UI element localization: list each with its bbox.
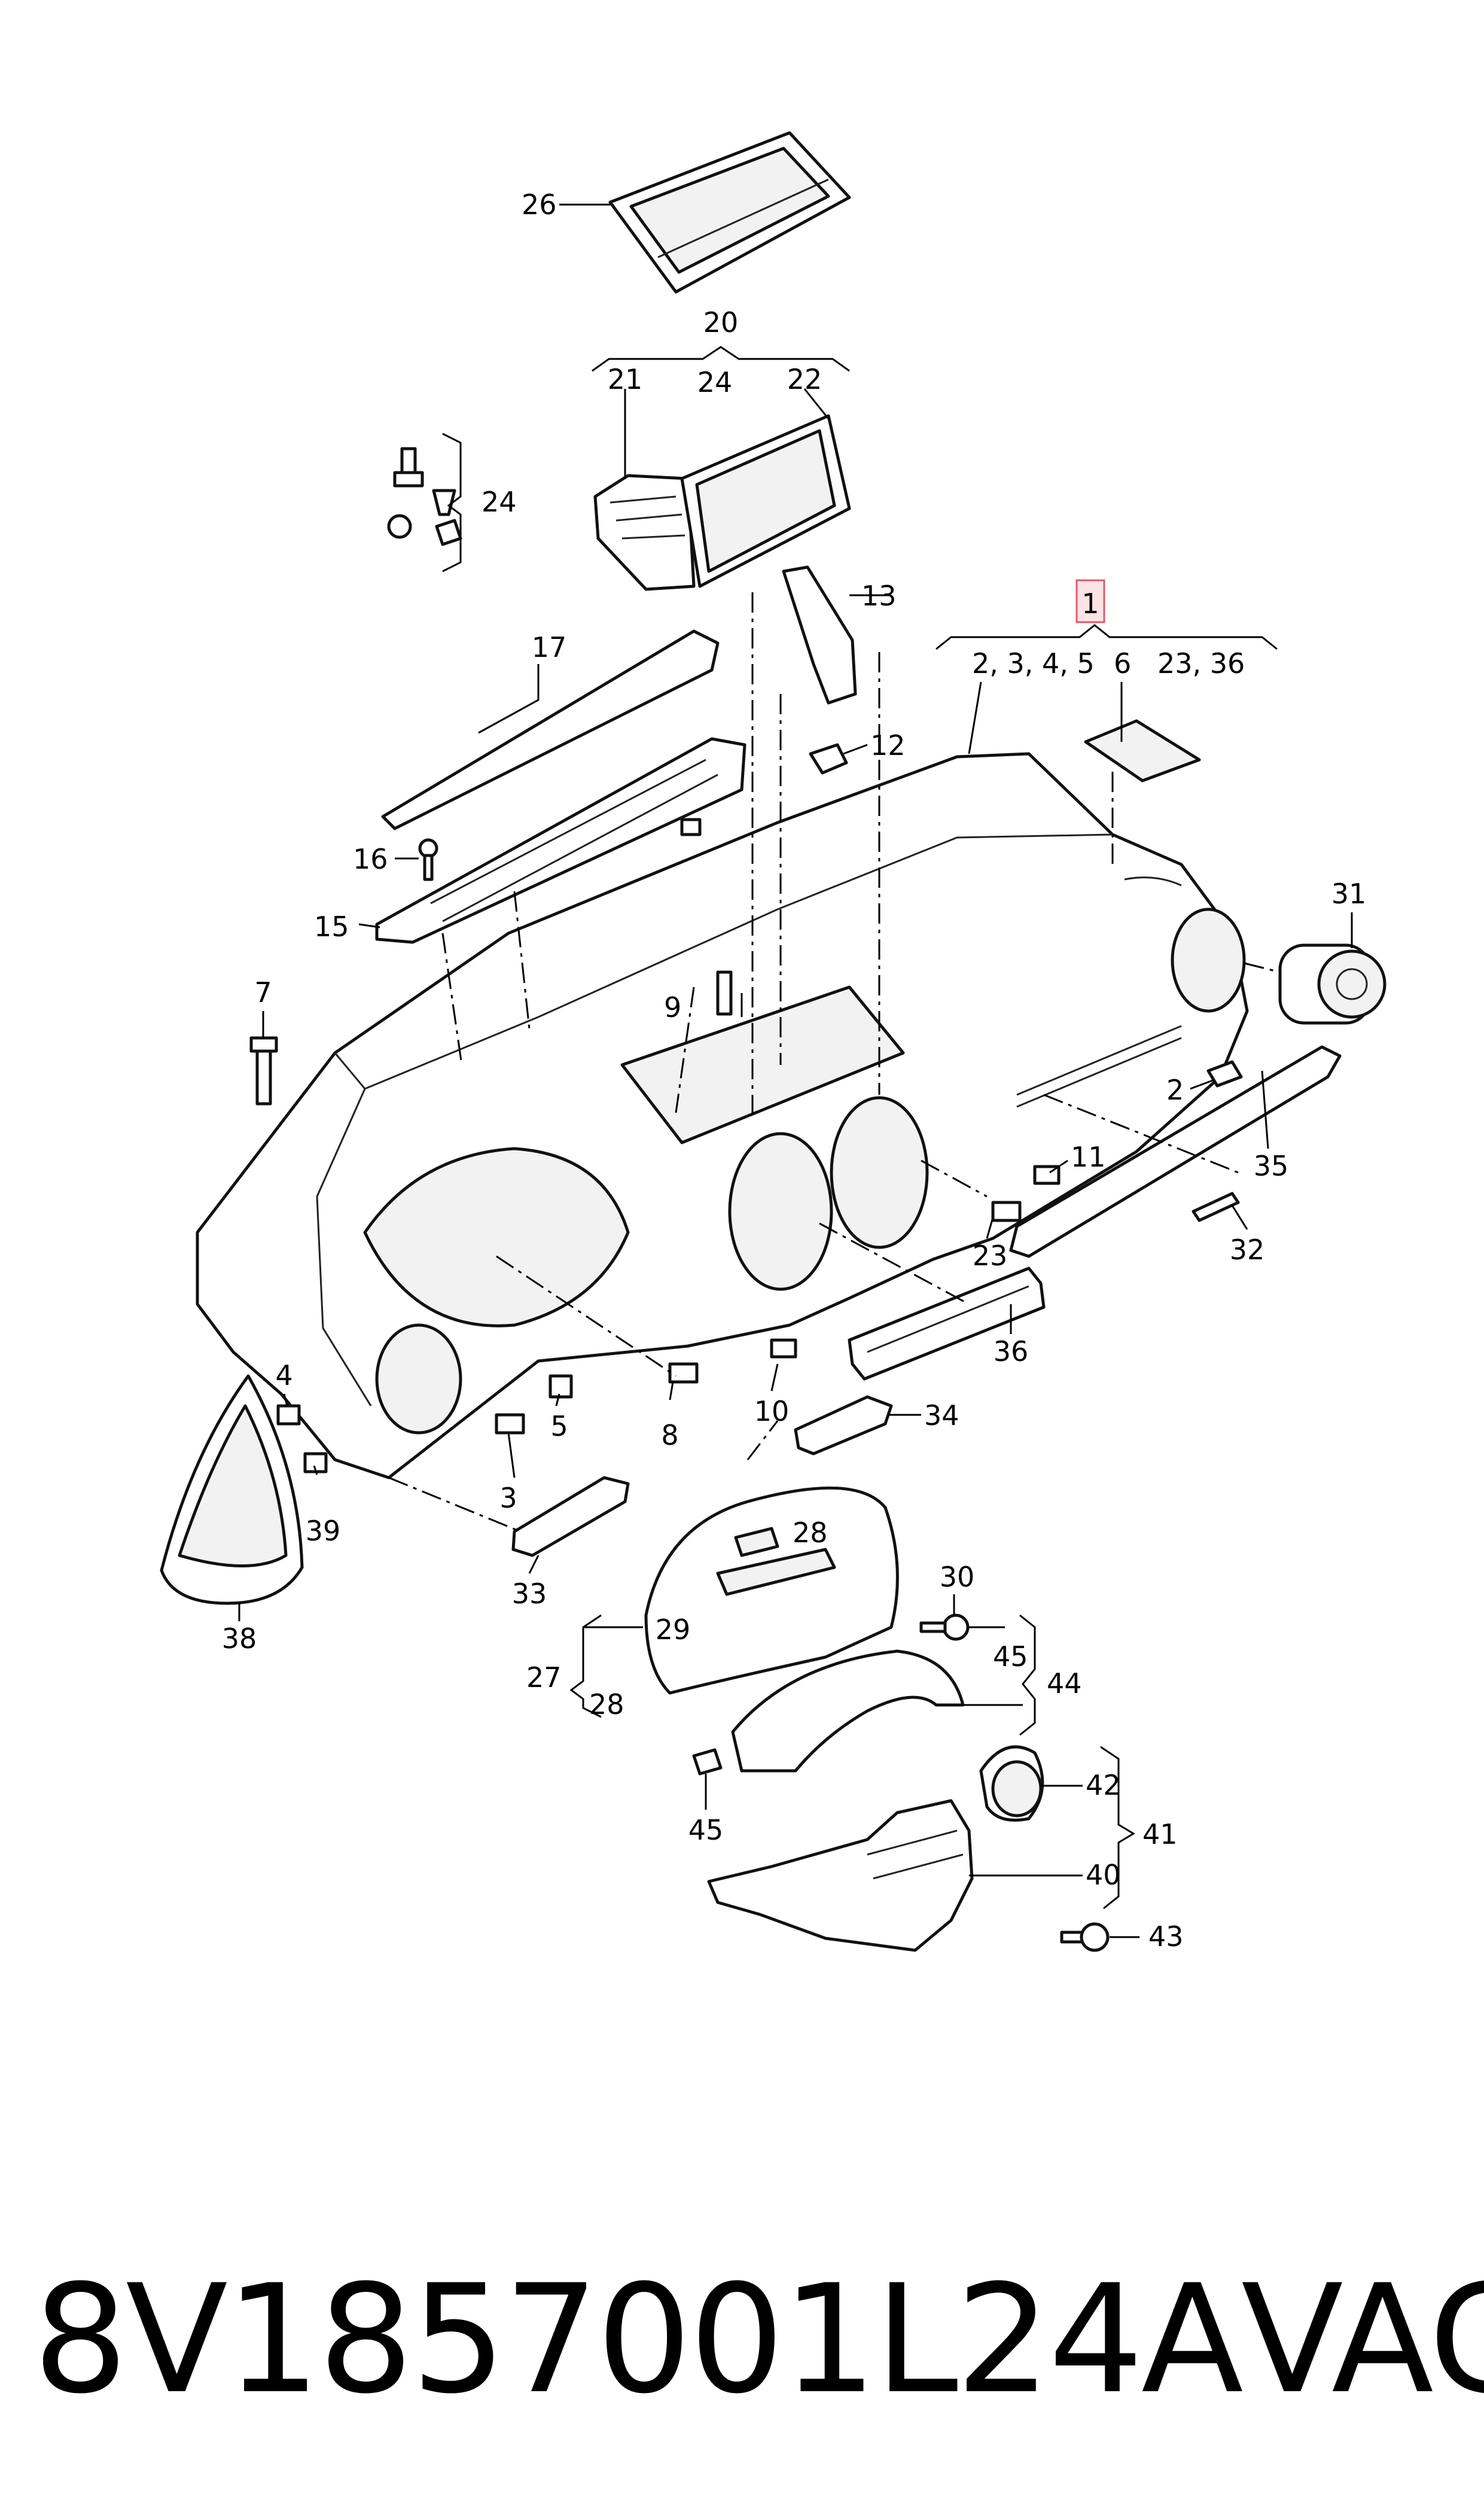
part-35-trim-strip: [1009, 1045, 1342, 1258]
callout-labels: 1 2, 3, 4, 5 6 23, 36 26 20 21 24 22 24 …: [222, 188, 1367, 1953]
label-43: 43: [1148, 1920, 1184, 1953]
label-3: 3: [499, 1482, 517, 1514]
part-34-cover: [794, 1395, 893, 1456]
leader-lines: [238, 203, 1353, 1938]
brand-text: VAG: [1241, 2252, 1484, 2426]
part-33-cover: [511, 1476, 630, 1557]
part-2-clip-right: [1206, 1060, 1243, 1088]
label-12: 12: [870, 729, 906, 762]
label-1-sub-a: 2, 3, 4, 5: [972, 647, 1095, 680]
part-44-column-cover-upper: [731, 1649, 965, 1773]
label-1: 1: [1081, 587, 1099, 620]
label-31: 31: [1331, 878, 1367, 910]
label-9: 9: [664, 991, 681, 1024]
label-39: 39: [306, 1515, 341, 1547]
label-38: 38: [222, 1622, 257, 1655]
part-13-trim-piece: [782, 565, 857, 705]
part-17-trim-strip: [381, 629, 720, 830]
label-40: 40: [1086, 1859, 1121, 1891]
label-20: 20: [703, 306, 739, 339]
label-24a: 24: [697, 366, 733, 398]
part-43-screw: [1060, 1922, 1110, 1952]
label-44: 44: [1047, 1667, 1082, 1700]
label-5: 5: [550, 1410, 568, 1442]
label-2a: 2: [1166, 1074, 1184, 1106]
label-42: 42: [1086, 1769, 1121, 1801]
label-34: 34: [924, 1399, 959, 1432]
label-41: 41: [1142, 1818, 1178, 1850]
label-45a: 45: [993, 1640, 1028, 1673]
part-26-display-bezel: [608, 131, 851, 294]
label-28a: 28: [793, 1517, 828, 1549]
part-32-cover: [1192, 1192, 1240, 1222]
label-28b: 28: [589, 1688, 624, 1721]
label-22: 22: [787, 363, 822, 395]
label-23: 23: [973, 1240, 1008, 1272]
label-36: 36: [994, 1335, 1029, 1368]
label-27: 27: [526, 1661, 562, 1694]
part-6-vent-grille: [1084, 719, 1201, 783]
part-42-ring: [979, 1745, 1044, 1822]
label-26: 26: [522, 188, 557, 221]
highlight-box-1: [1075, 579, 1105, 623]
label-21: 21: [608, 363, 643, 395]
label-17: 17: [532, 631, 567, 663]
label-30: 30: [940, 1561, 975, 1593]
assembly-lines: [388, 592, 1281, 1533]
part-45-clip: [692, 1748, 723, 1776]
footer-caption: 8V1857001L24A VAG: [33, 2252, 1484, 2426]
label-32: 32: [1230, 1234, 1265, 1266]
part-31-air-vent: [1278, 943, 1387, 1025]
part-12-clip: [809, 743, 848, 775]
label-35: 35: [1254, 1150, 1289, 1182]
part-38-side-cover: [160, 1374, 304, 1605]
label-4: 4: [275, 1359, 292, 1392]
part-16-screw: [418, 838, 438, 881]
small-fasteners: [249, 818, 1061, 1473]
label-15: 15: [314, 911, 349, 943]
part-15-vent-strip: [375, 737, 746, 944]
label-1-sub-c: 23, 36: [1157, 647, 1245, 680]
part-30-screw: [919, 1613, 970, 1641]
part-1-dashboard: [196, 752, 1249, 1479]
label-13: 13: [861, 580, 897, 612]
label-1-sub-b: 6: [1114, 647, 1131, 680]
part-20-display-unit: [593, 414, 851, 591]
part-27-instrument-cluster: [644, 1486, 899, 1695]
label-10: 10: [754, 1395, 790, 1427]
part-40-column-cover-lower: [707, 1799, 974, 1952]
label-11: 11: [1071, 1141, 1106, 1173]
label-7: 7: [254, 976, 272, 1009]
label-29: 29: [656, 1613, 691, 1646]
part-number-text: 8V1857001L24A: [33, 2252, 1244, 2426]
label-16: 16: [353, 843, 388, 875]
part-24-fastener-set: [387, 447, 462, 546]
label-8: 8: [661, 1419, 678, 1451]
part-36-trim-strip: [848, 1266, 1046, 1381]
label-33: 33: [512, 1578, 547, 1610]
label-45b: 45: [688, 1814, 724, 1846]
label-24b: 24: [482, 486, 517, 518]
